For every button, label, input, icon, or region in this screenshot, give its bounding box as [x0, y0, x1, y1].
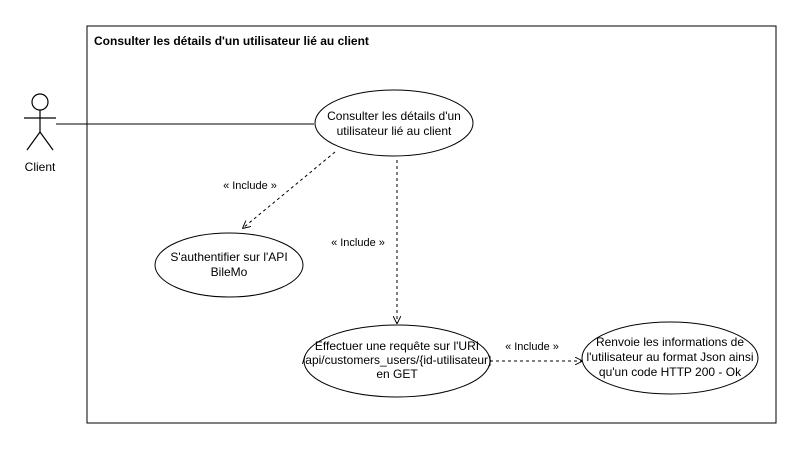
actor-client: Client — [24, 93, 56, 174]
include-label-auth: « Include » — [223, 180, 277, 192]
include-label-request: « Include » — [331, 237, 385, 249]
include-label-response: « Include » — [505, 341, 559, 353]
use-case-main-line1: Consulter les détails d'un — [327, 109, 461, 123]
use-case-response-line1: Renvoie les informations de — [596, 335, 744, 349]
use-case-request: Effectuer une requête sur l'URI /api/cus… — [302, 324, 492, 398]
use-case-request-line3: en GET — [376, 367, 418, 381]
use-case-response-line2: l'utilisateur au format Json ainsi — [586, 350, 753, 364]
include-arrow-auth — [243, 151, 336, 228]
actor-head — [31, 93, 49, 111]
actor-left-leg — [26, 131, 41, 151]
use-case-auth-line2: BileMo — [211, 265, 248, 279]
use-case-response: Renvoie les informations de l'utilisateu… — [581, 321, 759, 395]
actor-right-leg — [39, 131, 54, 151]
use-case-request-line2: /api/customers_users/{id-utilisateur} — [302, 353, 492, 367]
use-case-request-line1: Effectuer une requête sur l'URI — [315, 339, 479, 353]
use-case-auth: S'authentifier sur l'API BileMo — [154, 232, 304, 298]
use-case-auth-line1: S'authentifier sur l'API — [170, 250, 287, 264]
use-case-main: Consulter les détails d'un utilisateur l… — [314, 89, 474, 157]
system-title: Consulter les détails d'un utilisateur l… — [94, 34, 369, 48]
use-case-response-line3: qu'un code HTTP 200 - Ok — [599, 365, 742, 379]
actor-name: Client — [25, 160, 56, 174]
use-case-main-line2: utilisateur lié au client — [337, 124, 452, 138]
